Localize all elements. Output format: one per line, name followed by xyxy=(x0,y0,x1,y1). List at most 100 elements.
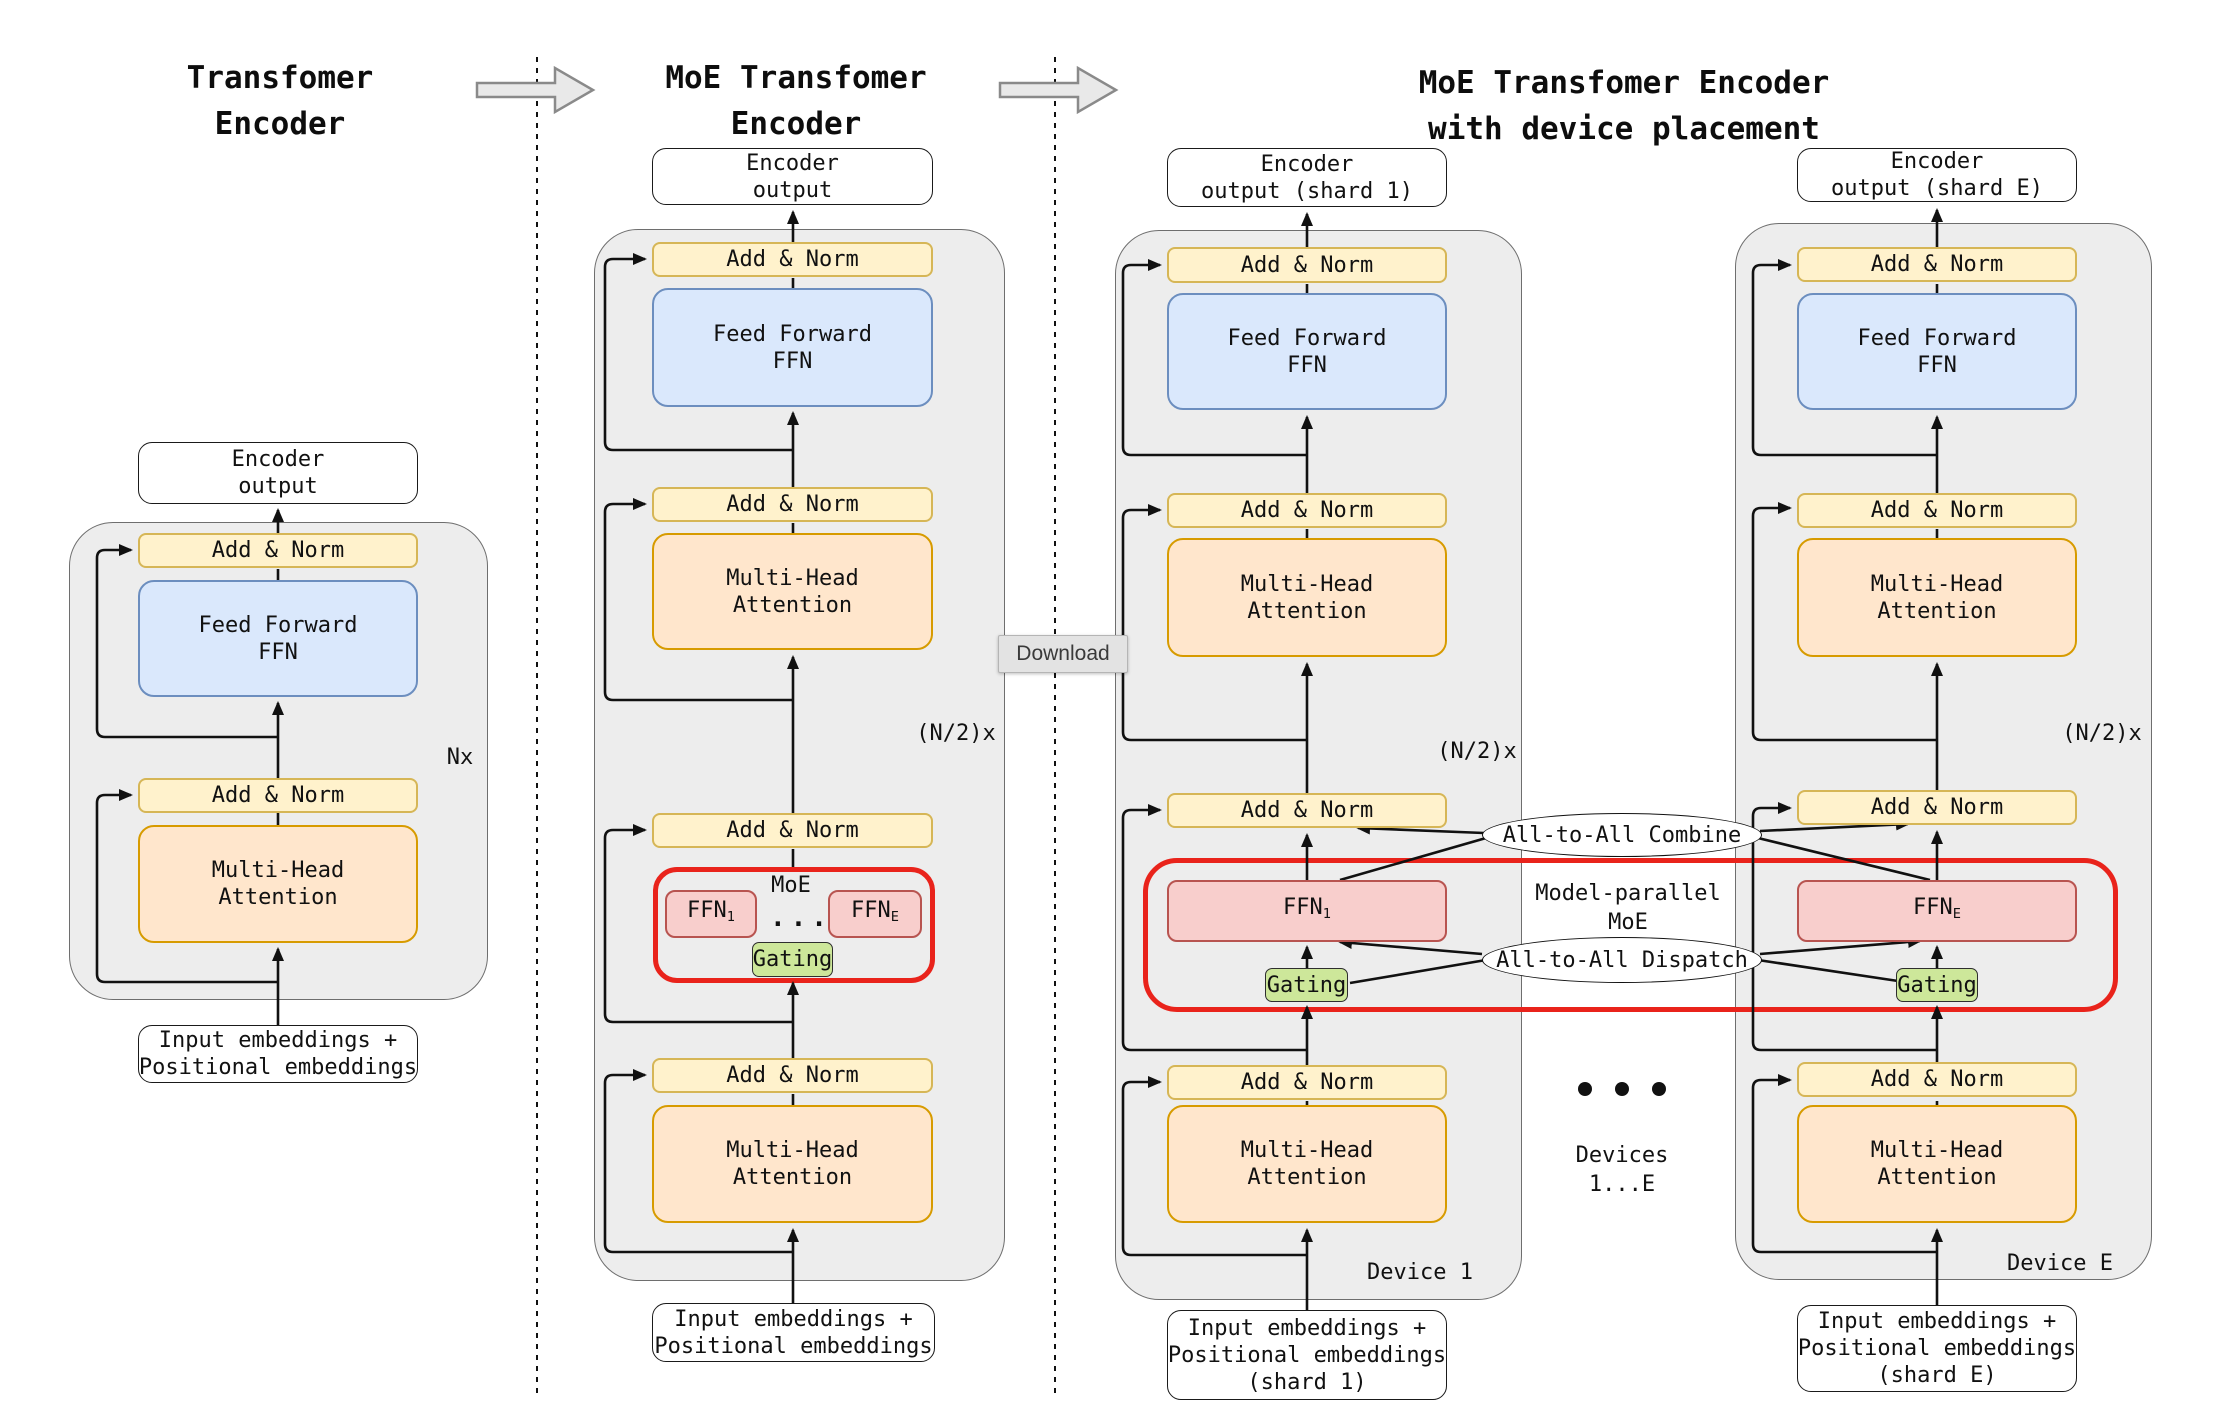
add-norm-box: Add & Norm xyxy=(1797,247,2077,282)
label-line: Add & Norm xyxy=(1870,498,2004,523)
label-line: FFN xyxy=(772,348,813,374)
devices-ellipsis-dots xyxy=(1578,1082,1666,1096)
label-line: All-to-All Combine xyxy=(1502,822,1742,848)
gating-box-middle: Gating xyxy=(752,942,833,977)
title-line: MoE Transfomer xyxy=(665,60,927,96)
multi-head-attention-box: Multi-Head Attention xyxy=(1797,538,2077,657)
flow-arrow-icon-2 xyxy=(998,65,1119,115)
label-line: Add & Norm xyxy=(1870,1067,2004,1092)
label-line: Input embeddings + xyxy=(674,1306,913,1332)
input-embeddings-box-middle: Input embeddings + Positional embeddings xyxy=(652,1303,935,1362)
ffn-expert-E-box-deviceE: FFNE xyxy=(1797,880,2077,942)
label-line: Multi-Head xyxy=(1240,1138,1374,1163)
device-1-label: Device 1 xyxy=(1367,1260,1473,1285)
label-line: Gating xyxy=(1266,972,1347,998)
title-line: MoE Transfomer Encoder xyxy=(1418,65,1830,101)
feed-forward-box: Feed Forward FFN xyxy=(652,288,933,407)
add-norm-box: Add & Norm xyxy=(138,778,418,813)
label-line: output (shard E) xyxy=(1831,176,2043,201)
label-line: Attention xyxy=(732,592,853,618)
flow-arrow-icon-1 xyxy=(475,65,596,115)
label-line: MoE xyxy=(1608,910,1648,935)
title-line: Transfomer xyxy=(186,60,374,96)
label-line: output xyxy=(238,474,318,499)
multi-head-attention-box: Multi-Head Attention xyxy=(652,1105,933,1223)
label-line: Input embeddings + xyxy=(1817,1309,2057,1334)
encoder-output-box-left: Encoder output xyxy=(138,442,418,504)
label-line: Feed Forward xyxy=(198,612,358,638)
ffn-subscript: 1 xyxy=(726,908,735,925)
label-line: Attention xyxy=(1247,598,1367,624)
feed-forward-box: Feed Forward FFN xyxy=(1167,293,1447,410)
title-left: Transfomer Encoder xyxy=(140,55,420,147)
feed-forward-box: Feed Forward FFN xyxy=(1797,293,2077,410)
ffn-expert-1-box-middle: FFN1 xyxy=(665,890,757,938)
title-right: MoE Transfomer Encoder with device place… xyxy=(1398,60,1850,152)
input-embeddings-box-left: Input embeddings + Positional embeddings xyxy=(138,1025,418,1083)
label-line: Attention xyxy=(1877,598,1997,624)
label-line: Attention xyxy=(218,885,338,910)
label-line: Positional embeddings xyxy=(1167,1342,1447,1368)
expert-ellipsis-label: ... xyxy=(770,903,832,933)
label-line: Gating xyxy=(752,947,833,972)
ffn-expert-1-box-device1: FFN1 xyxy=(1167,880,1447,942)
label-line: Feed Forward xyxy=(1227,325,1387,351)
label-line: Multi-Head xyxy=(1870,1138,2004,1163)
add-norm-box: Add & Norm xyxy=(652,242,933,277)
label-line: Add & Norm xyxy=(726,247,859,272)
add-norm-box: Add & Norm xyxy=(1797,1062,2077,1097)
label-line: Gating xyxy=(1897,972,1977,998)
download-tooltip[interactable]: Download xyxy=(998,635,1128,673)
device-E-label: Device E xyxy=(2007,1251,2113,1276)
multi-head-attention-box: Multi-Head Attention xyxy=(1167,538,1447,657)
encoder-output-box-shardE: Encoder output (shard E) xyxy=(1797,148,2077,202)
label-line: Attention xyxy=(732,1165,853,1190)
label-line: Add & Norm xyxy=(726,1063,859,1088)
ffn-label: FFN xyxy=(687,898,727,924)
label-line: Multi-Head xyxy=(211,858,345,883)
label-line: FFN1 xyxy=(687,897,735,931)
multi-head-attention-box: Multi-Head Attention xyxy=(138,825,418,943)
gating-box-deviceE: Gating xyxy=(1896,968,1978,1002)
label-line: Feed Forward xyxy=(1857,325,2017,351)
label-line: Attention xyxy=(1247,1165,1367,1190)
label-line: Multi-Head xyxy=(726,565,859,591)
ffn-subscript: 1 xyxy=(1322,905,1331,922)
title-line: with device placement xyxy=(1428,111,1820,147)
title-line: Encoder xyxy=(730,106,862,142)
label-line: Devices xyxy=(1575,1143,1669,1168)
tooltip-label: Download xyxy=(1016,642,1110,665)
encoder-output-box-shard1: Encoder output (shard 1) xyxy=(1167,148,1447,207)
label-line: (shard 1) xyxy=(1247,1369,1367,1395)
label-line: Multi-Head xyxy=(726,1138,859,1163)
input-embeddings-box-shard1: Input embeddings + Positional embeddings… xyxy=(1167,1310,1447,1400)
all-to-all-combine-ellipse: All-to-All Combine xyxy=(1482,813,1762,857)
repeat-count-label-deviceE: (N/2)x xyxy=(2062,721,2142,746)
moe-label: MoE xyxy=(771,873,811,898)
label-line: output (shard 1) xyxy=(1201,178,1413,204)
label-line: (shard E) xyxy=(1877,1363,1997,1388)
label-line: Encoder xyxy=(231,447,325,472)
label-line: Multi-Head xyxy=(1870,571,2004,597)
ffn-label: FFN xyxy=(851,898,891,924)
label-line: Add & Norm xyxy=(726,818,859,843)
add-norm-box: Add & Norm xyxy=(138,533,418,568)
devices-range-label: Devices 1...E xyxy=(1542,1141,1702,1199)
label-line: FFN xyxy=(1917,352,1957,378)
add-norm-box: Add & Norm xyxy=(652,1058,933,1093)
multi-head-attention-box: Multi-Head Attention xyxy=(1167,1105,1447,1223)
label-line: FFN xyxy=(1287,352,1327,378)
input-embeddings-box-shardE: Input embeddings + Positional embeddings… xyxy=(1797,1305,2077,1392)
label-line: Attention xyxy=(1877,1165,1997,1190)
ffn-label: FFN xyxy=(1913,895,1953,921)
label-line: FFNE xyxy=(1913,894,1961,928)
label-line: Add & Norm xyxy=(1870,252,2004,277)
model-parallel-moe-label: Model-parallel MoE xyxy=(1508,879,1748,937)
add-norm-box: Add & Norm xyxy=(1167,1065,1447,1100)
label-line: Add & Norm xyxy=(211,538,345,563)
add-norm-box: Add & Norm xyxy=(1167,247,1447,283)
repeat-count-label-nx: Nx xyxy=(446,745,474,770)
feed-forward-box: Feed Forward FFN xyxy=(138,580,418,697)
ffn-label: FFN xyxy=(1283,895,1323,921)
ffn-subscript: E xyxy=(890,908,899,925)
